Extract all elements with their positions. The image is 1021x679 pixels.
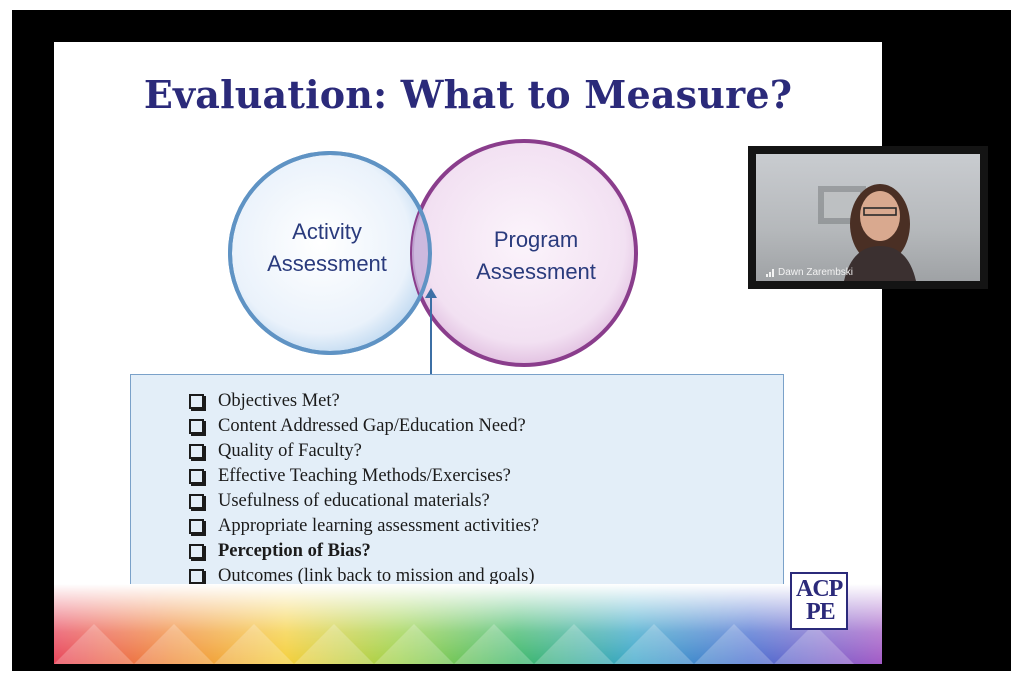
- video-feed: Dawn Zarembski: [756, 154, 980, 281]
- criteria-text: Effective Teaching Methods/Exercises?: [218, 466, 511, 486]
- criteria-text: Quality of Faculty?: [218, 441, 362, 461]
- program-label-line2: Assessment: [476, 259, 596, 284]
- criteria-text: Objectives Met?: [218, 391, 340, 411]
- checkbox-icon: [189, 444, 204, 459]
- criteria-item: Effective Teaching Methods/Exercises?: [189, 464, 783, 489]
- checkbox-icon: [189, 494, 204, 509]
- logo-line1: ACP: [796, 576, 843, 602]
- checkbox-icon: [189, 519, 204, 534]
- participant-video-tile[interactable]: Dawn Zarembski: [748, 146, 988, 289]
- criteria-item: Outcomes (link back to mission and goals…: [189, 564, 783, 589]
- criteria-text: Appropriate learning assessment activiti…: [218, 516, 540, 536]
- criteria-item: Appropriate learning assessment activiti…: [189, 514, 783, 539]
- checkbox-icon: [189, 469, 204, 484]
- participant-name-label: Dawn Zarembski: [766, 267, 853, 278]
- checkbox-icon: [189, 419, 204, 434]
- criteria-text: Content Addressed Gap/Education Need?: [218, 416, 526, 436]
- criteria-text: Perception of Bias?: [218, 541, 371, 561]
- criteria-list: Objectives Met? Content Addressed Gap/Ed…: [131, 375, 783, 589]
- activity-label-line2: Assessment: [267, 251, 387, 276]
- program-label-line1: Program: [493, 227, 579, 252]
- criteria-item: Objectives Met?: [189, 389, 783, 414]
- acpe-logo: ACP PE: [790, 572, 848, 630]
- checkbox-icon: [189, 394, 204, 409]
- logo-line2: PE: [806, 599, 836, 625]
- screen-share-frame: Evaluation: What to Measure?: [12, 10, 1011, 671]
- criteria-item: Content Addressed Gap/Education Need?: [189, 414, 783, 439]
- presentation-slide: Evaluation: What to Measure?: [54, 42, 882, 664]
- criteria-text: Outcomes (link back to mission and goals…: [218, 566, 535, 586]
- participant-name: Dawn Zarembski: [778, 267, 854, 278]
- signal-strength-icon: [766, 268, 774, 277]
- criteria-item: Quality of Faculty?: [189, 439, 783, 464]
- venn-diagram: [228, 139, 638, 374]
- checkbox-icon: [189, 569, 204, 584]
- criteria-item: Perception of Bias?: [189, 539, 783, 564]
- checkbox-icon: [189, 544, 204, 559]
- slide-title: Evaluation: What to Measure?: [143, 72, 793, 117]
- criteria-box: Objectives Met? Content Addressed Gap/Ed…: [130, 374, 784, 600]
- criteria-item: Usefulness of educational materials?: [189, 489, 783, 514]
- activity-assessment-label: Activity Assessment: [252, 216, 402, 280]
- program-assessment-label: Program Assessment: [456, 224, 616, 288]
- participant-avatar: [818, 184, 916, 281]
- activity-label-line1: Activity: [292, 219, 362, 244]
- rainbow-footer-decoration: [54, 584, 882, 664]
- criteria-text: Usefulness of educational materials?: [218, 491, 490, 511]
